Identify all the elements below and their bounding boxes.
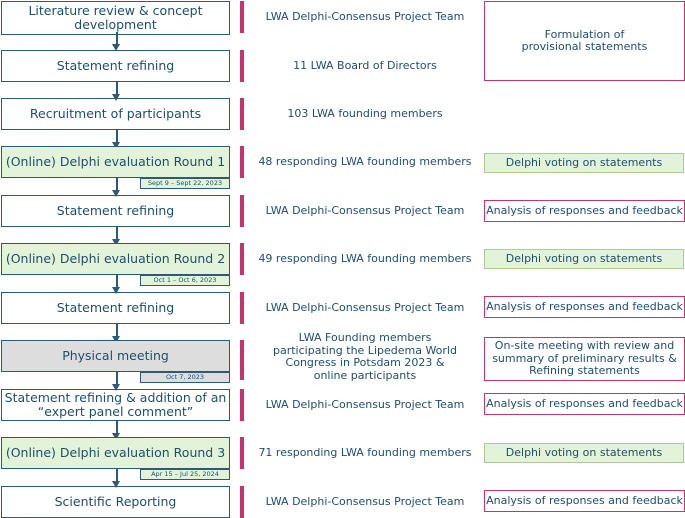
activity-analysis: Analysis of responses and feedback: [484, 393, 685, 415]
date-badge: Oct 1 – Oct 6, 2023: [140, 275, 230, 286]
step-label: Statement refining: [56, 203, 175, 218]
activity-label: Formulation of provisional statements: [521, 27, 648, 53]
participants-text: 103 LWA founding members: [287, 106, 443, 120]
activity-onsite-meeting: On-site meeting with review and summary …: [484, 337, 685, 381]
participants-text: LWA Delphi-Consensus Project Team: [265, 494, 465, 508]
step-label: Statement refining: [56, 58, 175, 73]
flow-arrow: [112, 421, 120, 441]
participants-text: 48 responding LWA founding members: [258, 154, 472, 168]
divider-bar: [240, 389, 244, 421]
activity-label: Delphi voting on statements: [505, 155, 663, 169]
flow-arrow: [112, 324, 120, 344]
step-label: Recruitment of participants: [29, 106, 202, 121]
step-statement-refining-3: Statement refining: [1, 292, 230, 324]
activity-analysis: Analysis of responses and feedback: [484, 296, 685, 318]
divider-bar: [240, 292, 244, 324]
step-statement-refining-1: Statement refining: [1, 50, 230, 82]
flow-arrow: [112, 32, 120, 52]
flow-arrow: [112, 130, 120, 150]
flow-arrow: [112, 275, 120, 295]
participants-text: 49 responding LWA founding members: [258, 251, 472, 265]
flow-arrow: [112, 227, 120, 247]
activity-delphi-voting: Delphi voting on statements: [484, 249, 684, 269]
step-physical-meeting: Physical meeting: [1, 340, 230, 372]
step-label: Physical meeting: [62, 348, 169, 363]
step-literature-review: Literature review & concept development: [1, 1, 230, 35]
date-badge: Oct 7, 2023: [140, 372, 230, 383]
step-label: Statement refining & addition of an “exp…: [4, 390, 227, 419]
activity-provisional-statements: Formulation of provisional statements: [484, 1, 685, 81]
activity-label: Delphi voting on statements: [505, 445, 663, 459]
activity-label: Analysis of responses and feedback: [486, 493, 683, 507]
activity-label: On-site meeting with review and summary …: [492, 339, 677, 378]
activity-label: Analysis of responses and feedback: [486, 396, 683, 410]
flow-arrow: [112, 469, 120, 489]
divider-bar: [240, 146, 244, 178]
step-delphi-round-1: (Online) Delphi evaluation Round 1: [1, 146, 230, 178]
date-badge: Apr 15 – Jul 25, 2024: [140, 469, 230, 480]
participants-text: 11 LWA Board of Directors: [293, 58, 437, 72]
step-label: (Online) Delphi evaluation Round 1: [5, 154, 226, 169]
activity-delphi-voting: Delphi voting on statements: [484, 153, 684, 173]
activity-analysis: Analysis of responses and feedback: [484, 200, 685, 222]
step-recruitment: Recruitment of participants: [1, 98, 230, 130]
divider-bar: [240, 437, 244, 469]
participants-text: 71 responding LWA founding members: [258, 445, 472, 459]
activity-analysis: Analysis of responses and feedback: [484, 490, 685, 512]
participants-text: LWA Delphi-Consensus Project Team: [265, 203, 465, 217]
flow-arrow: [112, 372, 120, 392]
divider-bar: [240, 98, 244, 130]
divider-bar: [240, 486, 244, 518]
step-label: Scientific Reporting: [54, 494, 177, 509]
participants-text: LWA Founding members participating the L…: [273, 331, 457, 382]
step-label: (Online) Delphi evaluation Round 3: [5, 445, 226, 460]
divider-bar: [240, 340, 244, 380]
divider-bar: [240, 243, 244, 275]
divider-bar: [240, 195, 244, 227]
participants-text: LWA Delphi-Consensus Project Team: [265, 9, 465, 23]
flow-arrow: [112, 178, 120, 198]
step-delphi-round-2: (Online) Delphi evaluation Round 2: [1, 243, 230, 275]
step-scientific-reporting: Scientific Reporting: [1, 486, 230, 518]
activity-label: Analysis of responses and feedback: [486, 203, 683, 217]
participants-text: LWA Delphi-Consensus Project Team: [265, 300, 465, 314]
step-label: Statement refining: [56, 300, 175, 315]
activity-label: Delphi voting on statements: [505, 251, 663, 265]
step-delphi-round-3: (Online) Delphi evaluation Round 3: [1, 437, 230, 469]
activity-label: Analysis of responses and feedback: [486, 299, 683, 313]
step-statement-refining-expert: Statement refining & addition of an “exp…: [1, 389, 230, 421]
participants-text: LWA Delphi-Consensus Project Team: [265, 397, 465, 411]
step-statement-refining-2: Statement refining: [1, 195, 230, 227]
step-label: (Online) Delphi evaluation Round 2: [5, 251, 226, 266]
activity-delphi-voting: Delphi voting on statements: [484, 443, 684, 463]
flow-arrow: [112, 82, 120, 102]
divider-bar: [240, 50, 244, 82]
step-label: Literature review & concept development: [28, 3, 203, 32]
divider-bar: [240, 1, 244, 33]
date-badge: Sept 9 – Sept 22, 2023: [140, 178, 230, 189]
